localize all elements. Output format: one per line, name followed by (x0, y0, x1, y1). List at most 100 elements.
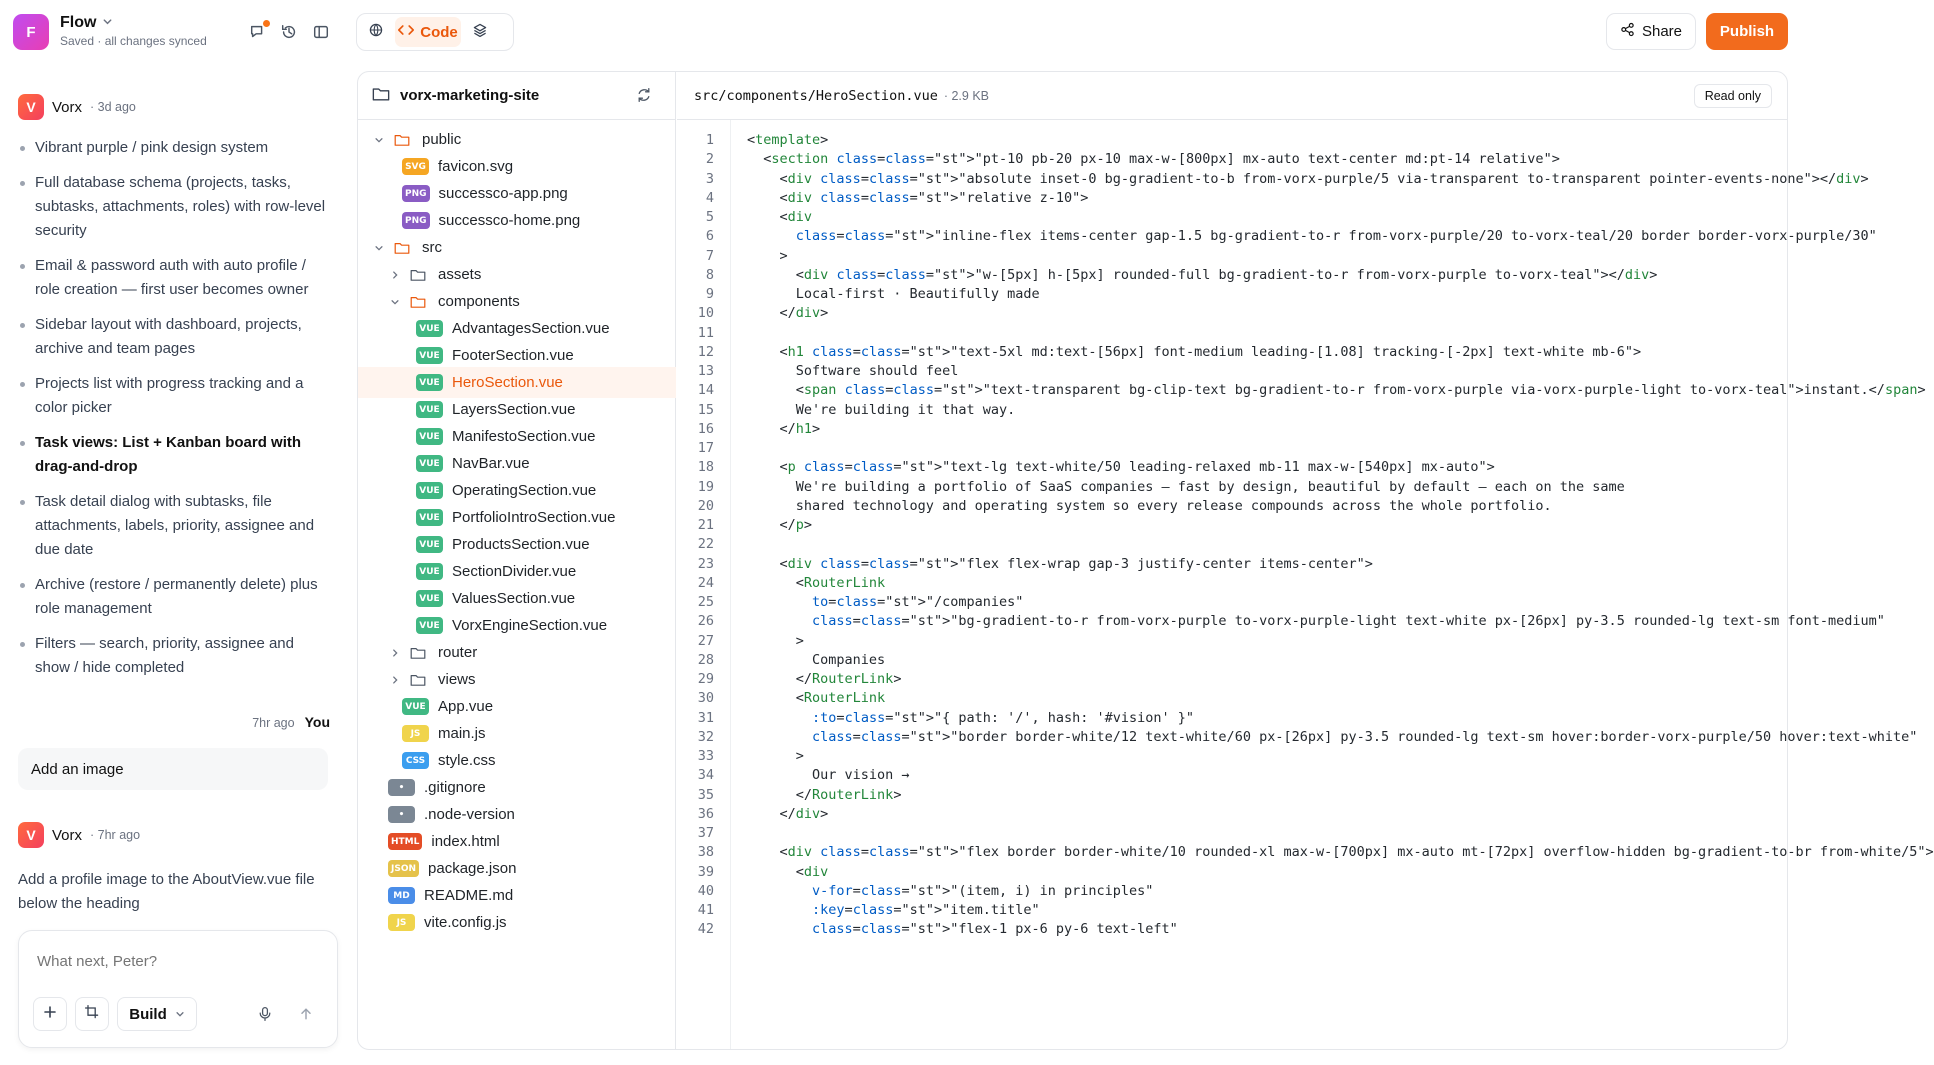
tree-folder[interactable]: router (358, 637, 676, 668)
app-logo[interactable]: F (13, 14, 49, 50)
crop-button[interactable] (75, 997, 109, 1031)
message-author: Vorx (52, 826, 83, 844)
tree-item-label: SectionDivider.vue (452, 563, 577, 580)
code-line: Local-first · Beautifully made (747, 286, 1040, 302)
chevron-right-icon[interactable] (388, 270, 402, 280)
tree-item-label: components (438, 293, 520, 310)
share-button[interactable]: Share (1606, 13, 1696, 50)
build-mode-select[interactable]: Build (117, 997, 197, 1031)
preview-mode-button[interactable] (361, 17, 391, 47)
tree-folder[interactable]: public (358, 124, 676, 155)
chevron-down-icon[interactable] (372, 243, 386, 253)
folder-icon (410, 268, 428, 282)
chevron-down-icon[interactable] (372, 135, 386, 145)
tree-folder[interactable]: views (358, 664, 676, 695)
line-number: 1 (705, 132, 714, 148)
chevron-down-icon[interactable] (388, 297, 402, 307)
tree-item-label: LayersSection.vue (452, 401, 576, 418)
layers-icon (472, 22, 488, 43)
project-switcher[interactable]: Flow (60, 14, 113, 32)
code-line: </h1> (747, 420, 821, 437)
tree-file[interactable]: VUE ManifestoSection.vue (358, 421, 676, 452)
file-size: · 2.9 KB (943, 88, 990, 103)
comments-icon[interactable] (245, 19, 271, 45)
tree-folder[interactable]: assets (358, 259, 676, 290)
tree-folder[interactable]: components (358, 286, 676, 317)
line-number: 33 (697, 748, 714, 764)
tree-folder[interactable]: src (358, 232, 676, 263)
folder-icon (394, 241, 412, 255)
file-type-badge: JSON (388, 860, 420, 877)
line-number: 11 (697, 324, 714, 341)
file-type-badge: VUE (416, 428, 443, 445)
message-author: You (304, 714, 330, 730)
line-number: 41 (697, 902, 714, 918)
mode-switcher: Code (356, 13, 514, 51)
vorx-logo: V (18, 822, 44, 848)
line-number: 42 (697, 921, 714, 938)
folder-icon (410, 673, 428, 687)
line-number: 25 (697, 594, 714, 610)
tree-item-label: README.md (424, 887, 514, 904)
microphone-icon[interactable] (252, 1001, 278, 1027)
project-name: vorx-marketing-site (400, 87, 540, 104)
message-time: · 7hr ago (90, 828, 141, 842)
chevron-right-icon[interactable] (388, 675, 402, 685)
tree-file[interactable]: • .node-version (358, 799, 676, 830)
tree-item-label: views (438, 671, 476, 688)
code-mode-button[interactable]: Code (395, 17, 461, 47)
message-author: Vorx (52, 98, 83, 116)
tree-item-label: src (422, 239, 442, 256)
layers-mode-button[interactable] (465, 17, 495, 47)
list-item: Sidebar layout with dashboard, projects,… (18, 313, 333, 361)
publish-button[interactable]: Publish (1706, 13, 1788, 50)
line-number: 4 (705, 189, 714, 206)
user-message-header: 7hr ago You (252, 714, 330, 730)
chat-input[interactable] (37, 953, 317, 970)
assistant-message-text: Add a profile image to the AboutView.vue… (18, 871, 315, 912)
chevron-right-icon[interactable] (388, 648, 402, 658)
assistant-message-header: V Vorx · 3d ago (18, 94, 136, 120)
line-number: 18 (697, 459, 714, 476)
line-number: 38 (697, 844, 714, 861)
send-arrow-icon[interactable] (293, 1001, 319, 1027)
line-number: 12 (697, 343, 714, 360)
file-type-badge: • (388, 779, 415, 796)
add-attachment-button[interactable] (33, 997, 67, 1031)
tree-file[interactable]: •.gitignore (358, 772, 676, 803)
line-number: 37 (697, 825, 714, 841)
history-icon[interactable] (276, 19, 302, 45)
tree-item-label: ManifestoSection.vue (452, 428, 596, 445)
sidebar-toggle-icon[interactable] (308, 19, 334, 45)
code-line: <section class=class="st">"pt-10 pb-20 p… (747, 151, 1560, 168)
file-type-badge: • (388, 806, 415, 823)
line-number: 28 (697, 651, 714, 668)
tree-item-label: .node-version (424, 806, 515, 823)
line-number: 27 (697, 632, 714, 649)
tree-item-label: router (438, 644, 478, 661)
refresh-icon[interactable] (633, 84, 655, 106)
line-number: 26 (697, 613, 714, 630)
